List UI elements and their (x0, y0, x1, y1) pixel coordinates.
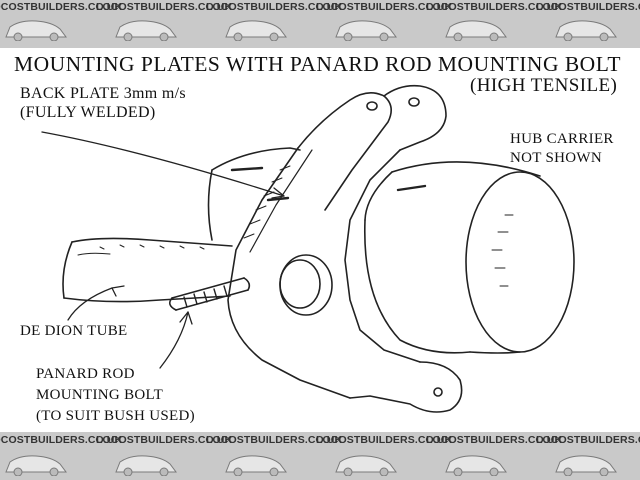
de-dion-tube-shape (62, 237, 233, 303)
watermark-text: LOCOSTBUILDERS.CO.UK (206, 1, 343, 13)
watermark-text: LOCOSTBUILDERS.CO.UK (316, 1, 453, 13)
hub-carrier-label: HUB CARRIER NOT SHOWN (510, 131, 614, 166)
watermark-text: LOCOSTBUILDERS.CO.UK (0, 1, 123, 13)
watermark-text: LOCOSTBUILDERS.CO.UK (96, 1, 233, 13)
watermark-text: LOCOSTBUILDERS.CO.UK (0, 434, 123, 446)
bush-ring (279, 254, 333, 316)
watermark-text: LOCOSTBUILDERS.CO.UK (536, 434, 640, 446)
back-plate-shape (227, 92, 392, 399)
watermark-text: LOCOSTBUILDERS.CO.UK (536, 1, 640, 13)
watermark-car-logos (5, 455, 617, 476)
watermark-row: LOCOSTBUILDERS.CO.UKLOCOSTBUILDERS.CO.UK… (0, 434, 640, 446)
leader-arrows (41, 131, 285, 369)
watermark-banner-bottom: LOCOSTBUILDERS.CO.UKLOCOSTBUILDERS.CO.UK… (0, 432, 640, 480)
tube-collar (207, 147, 301, 241)
panard-bolt-shape (168, 277, 251, 311)
diagram-title-line2: (HIGH TENSILE) (470, 75, 618, 96)
watermark-text: LOCOSTBUILDERS.CO.UK (426, 1, 563, 13)
back-plate-label: BACK PLATE 3mm m/s (FULLY WELDED) (20, 85, 186, 121)
watermark-banner-top: LOCOSTBUILDERS.CO.UKLOCOSTBUILDERS.CO.UK… (0, 0, 640, 48)
watermark-car-logos (5, 20, 617, 41)
front-plate-shape (344, 84, 463, 413)
diagram-title: MOUNTING PLATES WITH PANARD ROD MOUNTING… (14, 52, 621, 76)
watermark-text: LOCOSTBUILDERS.CO.UK (316, 434, 453, 446)
watermark-row: LOCOSTBUILDERS.CO.UKLOCOSTBUILDERS.CO.UK… (0, 1, 640, 13)
watermark-text: LOCOSTBUILDERS.CO.UK (206, 434, 343, 446)
watermark-text: LOCOSTBUILDERS.CO.UK (96, 434, 233, 446)
de-dion-tube-label: DE DION TUBE (20, 323, 128, 339)
watermark-text: LOCOSTBUILDERS.CO.UK (426, 434, 563, 446)
panard-rod-label: PANARD ROD MOUNTING BOLT (TO SUIT BUSH U… (36, 366, 195, 424)
hub-carrier-shape (363, 161, 575, 354)
